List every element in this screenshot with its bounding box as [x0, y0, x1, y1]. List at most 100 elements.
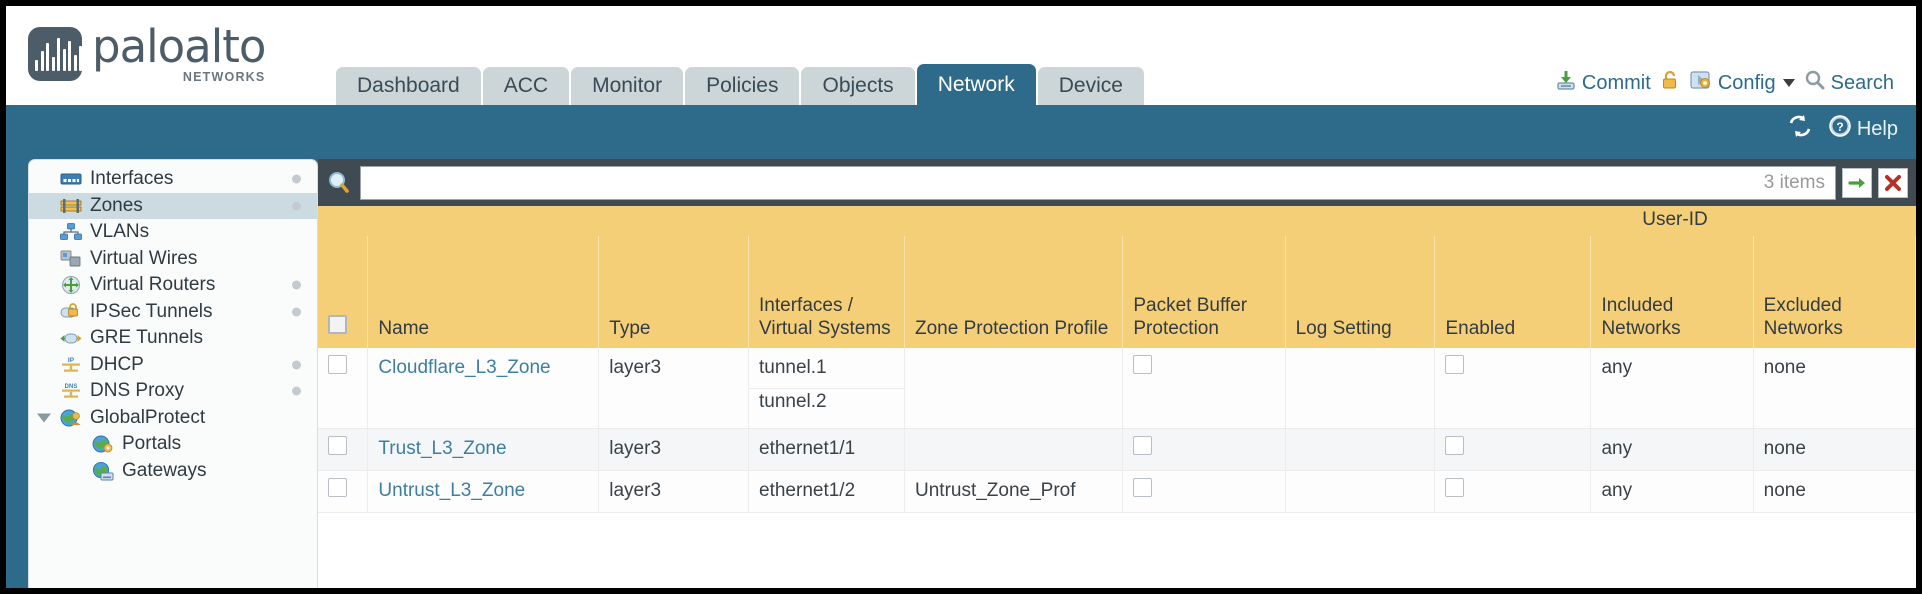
filter-search-box[interactable]: 3 items — [360, 165, 1836, 200]
search-icon — [1804, 69, 1826, 97]
row-select-cell — [318, 428, 369, 471]
cell-interfaces: ethernet1/2 — [748, 470, 905, 513]
tab-policies[interactable]: Policies — [685, 67, 800, 105]
column-header-included-networks[interactable]: Included Networks — [1590, 236, 1754, 348]
svg-text:?: ? — [1836, 120, 1843, 134]
packet-buffer-protection-checkbox[interactable] — [1133, 355, 1153, 374]
items-count-label: 3 items — [1763, 171, 1825, 193]
chevron-down-icon[interactable] — [1782, 79, 1795, 87]
virtual-routers-icon — [59, 275, 83, 295]
tab-objects[interactable]: Objects — [801, 67, 915, 105]
user-id-enabled-checkbox[interactable] — [1445, 477, 1465, 497]
status-dot — [292, 386, 301, 396]
sidebar-item-zones[interactable]: Zones — [29, 192, 317, 219]
cell-name: Trust_L3_Zone — [367, 428, 600, 471]
cell-included-networks: any — [1590, 348, 1754, 430]
commit-label: Commit — [1581, 71, 1651, 94]
logo-waveform-icon — [35, 37, 82, 71]
virtual-wires-icon — [59, 249, 83, 269]
cell-packet-buffer-protection — [1122, 428, 1286, 471]
search-icon[interactable] — [324, 168, 354, 198]
sidebar-item-gre-tunnels[interactable]: GRE Tunnels — [29, 325, 317, 352]
row-checkbox[interactable] — [328, 355, 347, 374]
interface-entry: ethernet1/1 — [759, 438, 856, 460]
user-id-enabled-checkbox[interactable] — [1445, 436, 1465, 456]
commit-button[interactable]: Commit — [1555, 69, 1651, 97]
column-header-log-setting[interactable]: Log Setting — [1285, 236, 1436, 348]
sidebar-item-label: GRE Tunnels — [90, 327, 203, 349]
cell-log-setting — [1285, 428, 1436, 471]
tab-monitor[interactable]: Monitor — [571, 67, 684, 105]
column-header-name[interactable]: Name — [367, 236, 600, 348]
sidebar-item-ipsec-tunnels[interactable]: IPSec Tunnels — [29, 299, 317, 326]
sidebar-item-label: Zones — [90, 194, 143, 216]
content-panel: 3 items — [318, 159, 1916, 588]
sidebar-item-label: Interfaces — [90, 168, 174, 190]
column-header-enabled[interactable]: Enabled — [1434, 236, 1592, 348]
column-header-interfaces[interactable]: Interfaces / Virtual Systems — [748, 236, 905, 348]
column-header-packet-buffer-protection[interactable]: Packet Buffer Protection — [1122, 236, 1286, 348]
tab-device[interactable]: Device — [1037, 67, 1144, 105]
help-link[interactable]: ? Help — [1828, 114, 1898, 144]
table-row[interactable]: Trust_L3_Zone layer3 ethernet1/1 — [318, 428, 1916, 471]
cell-user-id-enabled — [1434, 428, 1592, 471]
sidebar-item-label: Virtual Wires — [90, 247, 198, 269]
search-button[interactable]: Search — [1804, 69, 1894, 97]
status-dot — [292, 280, 301, 290]
collapse-triangle-icon[interactable] — [37, 413, 51, 423]
row-checkbox[interactable] — [328, 436, 347, 456]
tab-network[interactable]: Network — [916, 64, 1036, 105]
zone-name-link[interactable]: Trust_L3_Zone — [378, 438, 507, 460]
body-area: Interfaces Zones — [6, 159, 1916, 588]
sidebar-item-label: DNS Proxy — [90, 380, 184, 402]
search-input[interactable] — [371, 170, 1756, 195]
tab-acc[interactable]: ACC — [482, 67, 570, 105]
cell-log-setting — [1285, 348, 1436, 430]
table-row[interactable]: Untrust_L3_Zone layer3 ethernet1/2 Untru… — [318, 470, 1916, 513]
zones-table-wrapper: User-ID Name Type Interfaces / Virtual S… — [318, 206, 1916, 588]
column-header-zone-protection-profile[interactable]: Zone Protection Profile — [904, 236, 1124, 348]
column-header-excluded-networks[interactable]: Excluded Networks — [1753, 236, 1916, 348]
cell-packet-buffer-protection — [1122, 470, 1286, 513]
zone-name-link[interactable]: Cloudflare_L3_Zone — [378, 357, 551, 378]
sidebar-item-virtual-wires[interactable]: Virtual Wires — [29, 246, 317, 273]
column-header-type[interactable]: Type — [598, 236, 750, 348]
gateways-icon — [91, 461, 115, 481]
sidebar-item-portals[interactable]: Portals — [29, 431, 317, 458]
row-checkbox[interactable] — [328, 477, 347, 497]
packet-buffer-protection-checkbox[interactable] — [1133, 436, 1153, 456]
config-label: Config — [1717, 71, 1776, 94]
refresh-icon[interactable] — [1786, 113, 1814, 145]
config-menu[interactable]: Config — [1689, 69, 1795, 97]
clear-filter-button[interactable] — [1878, 167, 1908, 198]
cell-user-id-enabled — [1434, 348, 1592, 430]
cell-log-setting — [1285, 470, 1436, 513]
sidebar-item-gateways[interactable]: Gateways — [29, 458, 317, 485]
sidebar-item-dns-proxy[interactable]: DNS DNS Proxy — [29, 378, 317, 405]
sidebar-item-label: DHCP — [90, 353, 144, 375]
cell-excluded-networks: none — [1753, 348, 1916, 430]
zone-name-link[interactable]: Untrust_L3_Zone — [378, 479, 526, 501]
network-sidebar: Interfaces Zones — [28, 159, 318, 588]
sidebar-item-interfaces[interactable]: Interfaces — [29, 166, 317, 193]
tab-dashboard[interactable]: Dashboard — [336, 67, 481, 105]
cell-name: Untrust_L3_Zone — [367, 470, 600, 513]
sidebar-item-globalprotect[interactable]: GlobalProtect — [29, 405, 317, 432]
packet-buffer-protection-checkbox[interactable] — [1133, 477, 1153, 497]
cell-zone-protection-profile — [904, 348, 1124, 430]
sidebar-item-vlans[interactable]: VLANs — [29, 219, 317, 246]
group-header-user-id: User-ID — [1434, 206, 1916, 236]
select-all-checkbox[interactable] — [328, 314, 347, 334]
table-row[interactable]: Cloudflare_L3_Zone layer3 tunnel.1 tunne… — [318, 348, 1916, 430]
top-header-bar: paloalto NETWORKS Dashboard ACC Monitor … — [6, 6, 1916, 105]
svg-text:IP: IP — [68, 357, 75, 364]
lock-button[interactable] — [1660, 69, 1680, 97]
apply-filter-button[interactable] — [1842, 167, 1872, 198]
sidebar-item-dhcp[interactable]: IP DHCP — [29, 352, 317, 379]
user-id-enabled-checkbox[interactable] — [1445, 355, 1465, 374]
sidebar-item-virtual-routers[interactable]: Virtual Routers — [29, 272, 317, 299]
cell-zone-protection-profile: Untrust_Zone_Prof — [904, 470, 1124, 513]
dns-proxy-icon: DNS — [59, 381, 83, 401]
row-select-cell — [318, 470, 369, 513]
cell-excluded-networks: none — [1753, 470, 1916, 513]
